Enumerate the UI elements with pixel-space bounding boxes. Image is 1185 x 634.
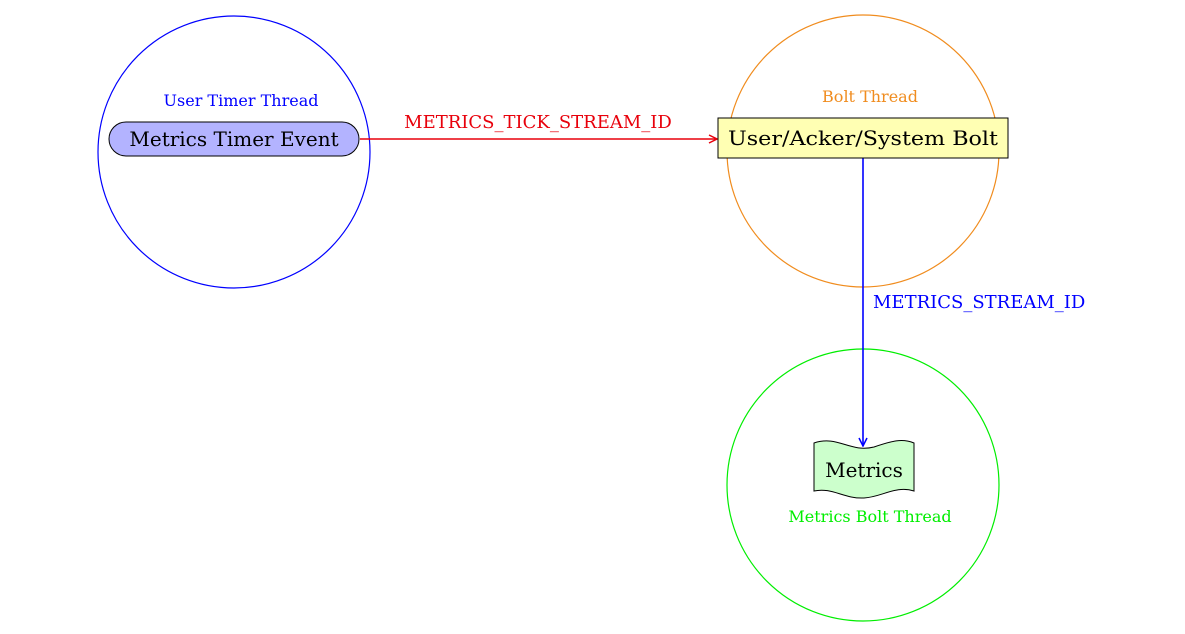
system-bolt-node — [717, 117, 1009, 159]
metrics-timer-event-node — [108, 121, 360, 157]
tick-stream-label: METRICS_TICK_STREAM_ID — [404, 112, 672, 133]
user-timer-thread-circle — [97, 15, 371, 289]
system-bolt-label: User/Acker/System Bolt — [728, 126, 998, 150]
bolt-thread-label: Bolt Thread — [822, 87, 918, 106]
user-timer-thread-label: User Timer Thread — [164, 91, 319, 110]
metrics-node — [813, 439, 915, 499]
metrics-stream-label: METRICS_STREAM_ID — [873, 292, 1085, 313]
metrics-label: Metrics — [825, 458, 903, 482]
metrics-timer-event-label: Metrics Timer Event — [129, 127, 338, 151]
metrics-bolt-thread-label: Metrics Bolt Thread — [788, 507, 951, 526]
